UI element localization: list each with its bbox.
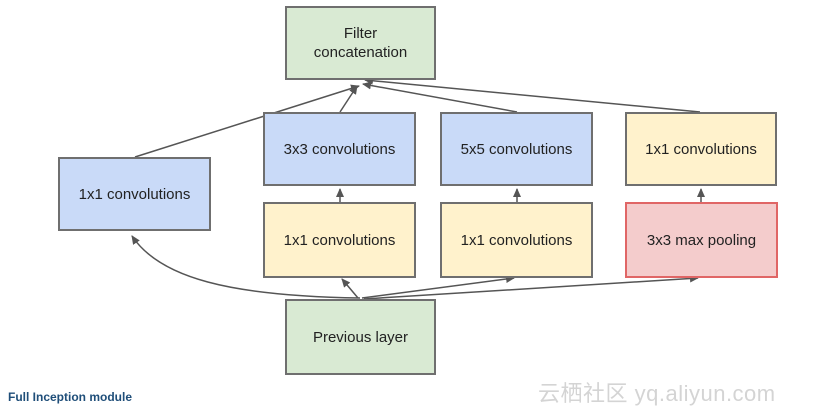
edge-3x3-to-concat (339, 85, 358, 113)
filter-concatenation-node: Filter concatenation (285, 6, 436, 80)
conv1x1-left-node: 1x1 convolutions (58, 157, 211, 231)
edge-left-conv-to-concat (134, 84, 360, 158)
conv1x1-right-top-node: 1x1 convolutions (625, 112, 777, 186)
conv3x3-node: 3x3 convolutions (263, 112, 416, 186)
conv1x1-mid-b-node: 1x1 convolutions (440, 202, 593, 278)
edge-right-conv-to-concat (364, 76, 701, 113)
maxpool-node: 3x3 max pooling (625, 202, 778, 278)
conv1x1-mid-a-node: 1x1 convolutions (263, 202, 416, 278)
edge-prev-to-mid-a (341, 278, 359, 299)
figure-caption: Full Inception module (8, 390, 132, 404)
conv5x5-node: 5x5 convolutions (440, 112, 593, 186)
edge-prev-to-pool (363, 274, 699, 300)
previous-layer-node: Previous layer (285, 299, 436, 375)
watermark: 云栖社区 yq.aliyun.com (538, 381, 776, 406)
edge-5x5-to-concat (362, 81, 518, 113)
edge-prev-to-mid-b (361, 275, 515, 299)
edge-prev-to-left-conv (131, 235, 361, 299)
